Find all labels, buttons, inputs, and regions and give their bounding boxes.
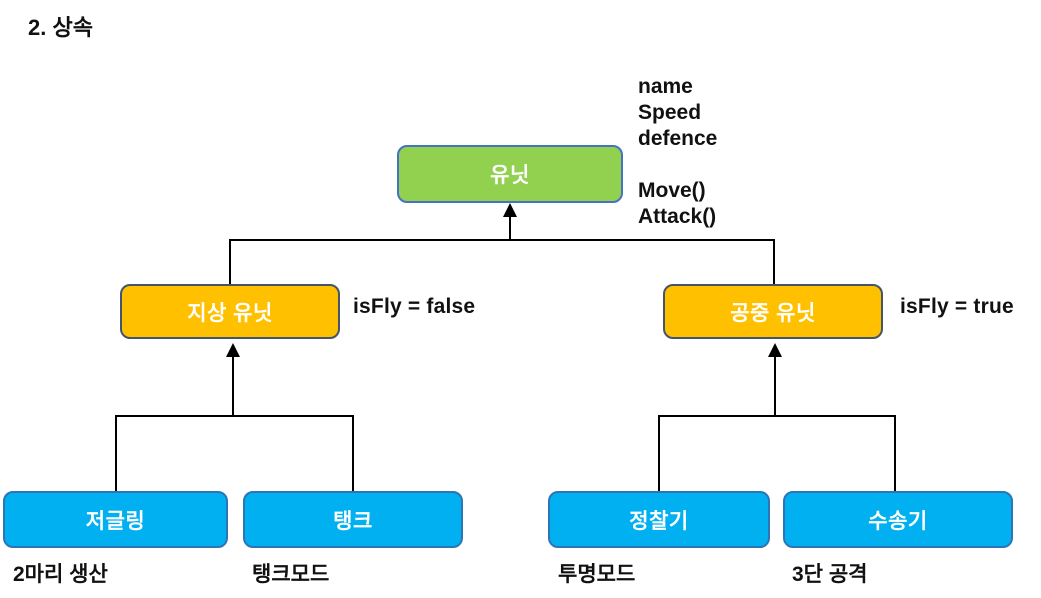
method-move: Move() <box>638 179 706 202</box>
caption-tank: 탱크모드 <box>252 563 330 586</box>
node-ground-unit-label: 지상 유닛 <box>187 301 273 325</box>
left-arrowhead-icon <box>226 343 240 357</box>
node-tank-label: 탱크 <box>333 509 373 533</box>
annotation-isfly-false: isFly = false <box>353 295 476 318</box>
node-unit: 유닛 <box>397 145 623 203</box>
node-zergling: 저글링 <box>3 491 228 548</box>
left-bracket <box>115 415 354 491</box>
attrs-spacer <box>638 152 717 178</box>
top-bracket <box>229 239 775 284</box>
caption-transport: 3단 공격 <box>792 563 868 586</box>
root-arrowhead-icon <box>503 203 517 217</box>
node-transport: 수송기 <box>783 491 1013 548</box>
page-title: 2. 상속 <box>28 15 93 40</box>
attr-defence: defence <box>638 127 718 150</box>
caption-zergling: 2마리 생산 <box>13 563 108 586</box>
node-transport-label: 수송기 <box>868 509 928 533</box>
right-arrowhead-icon <box>768 343 782 357</box>
unit-attributes-annotation: name Speed defence Move() Attack() <box>638 74 717 230</box>
node-unit-label: 유닛 <box>490 164 530 187</box>
node-scout-label: 정찰기 <box>629 509 689 533</box>
annotation-isfly-true: isFly = true <box>900 295 1014 318</box>
attr-speed: Speed <box>638 101 702 124</box>
node-air-unit: 공중 유닛 <box>663 284 883 339</box>
caption-scout: 투명모드 <box>558 563 636 586</box>
node-zergling-label: 저글링 <box>85 509 146 533</box>
node-air-unit-label: 공중 유닛 <box>730 301 816 325</box>
right-bracket <box>658 415 896 491</box>
attr-name: name <box>638 75 693 98</box>
node-ground-unit: 지상 유닛 <box>120 284 340 339</box>
method-attack: Attack() <box>638 205 717 228</box>
node-scout: 정찰기 <box>548 491 770 548</box>
node-tank: 탱크 <box>243 491 463 548</box>
